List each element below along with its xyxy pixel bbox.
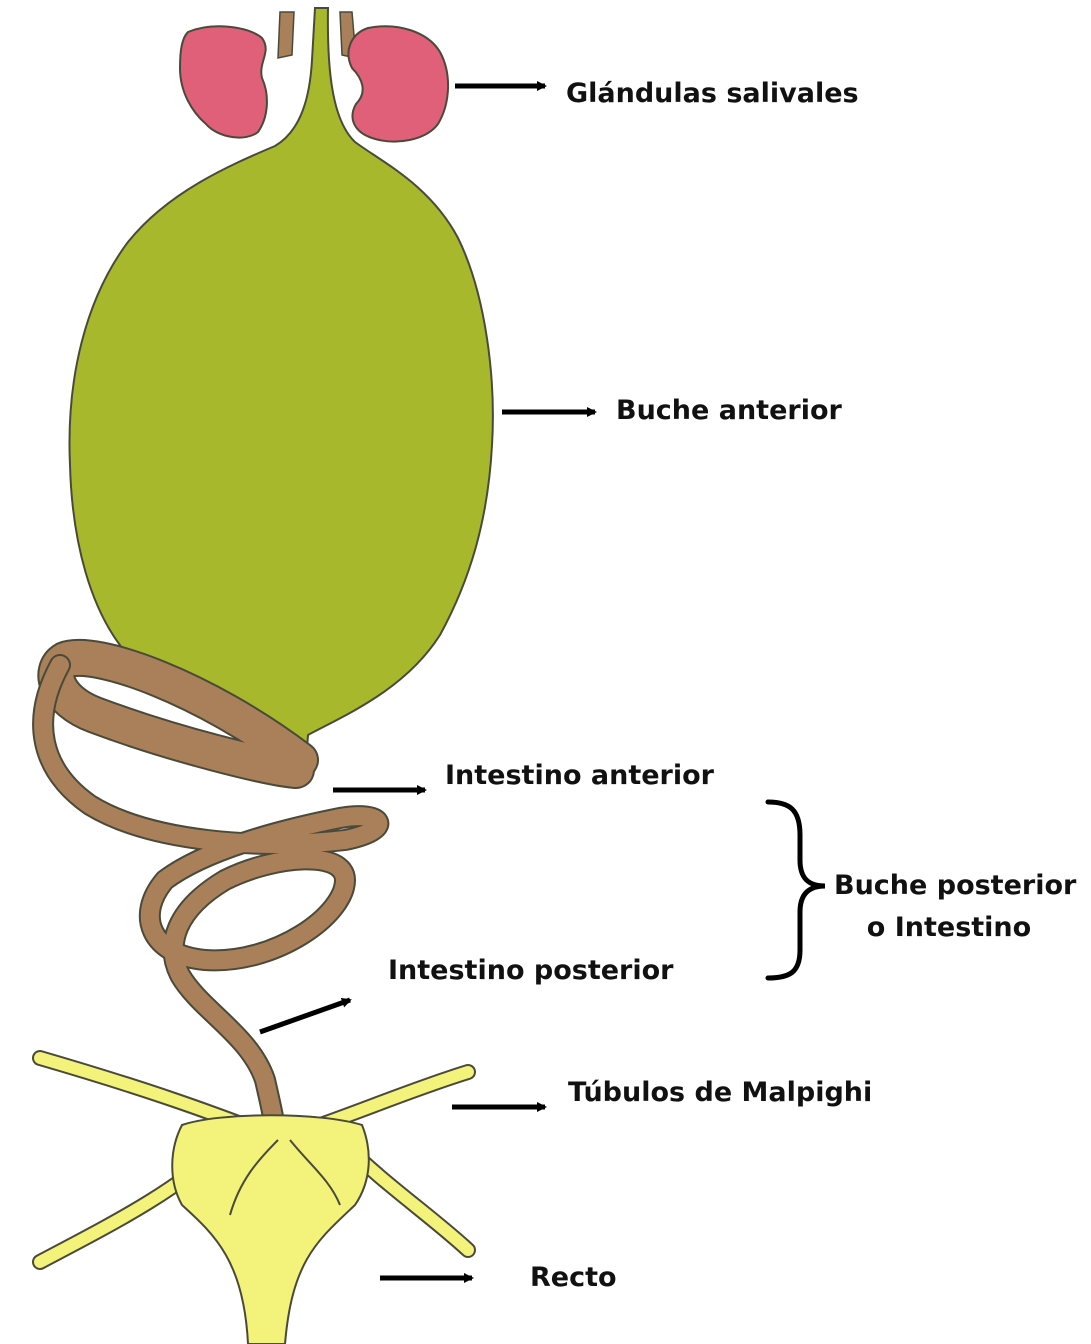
malpighian-tubules-label: Túbulos de Malpighi: [568, 1077, 872, 1109]
posterior-crop-label-line2: o Intestino: [834, 912, 1064, 944]
curly-brace: [768, 802, 825, 978]
posterior-intestine-label: Intestino posterior: [388, 955, 674, 987]
posterior-crop-label-line1: Buche posterior: [834, 870, 1064, 902]
rectum-shape: [172, 1115, 369, 1344]
rectum-label: Recto: [530, 1262, 617, 1294]
anterior-intestine-label: Intestino anterior: [445, 760, 714, 792]
salivary-glands-label: Glándulas salivales: [566, 78, 859, 110]
arrow-posterior-intestine: [260, 1000, 350, 1032]
anterior-crop-label: Buche anterior: [616, 395, 842, 427]
